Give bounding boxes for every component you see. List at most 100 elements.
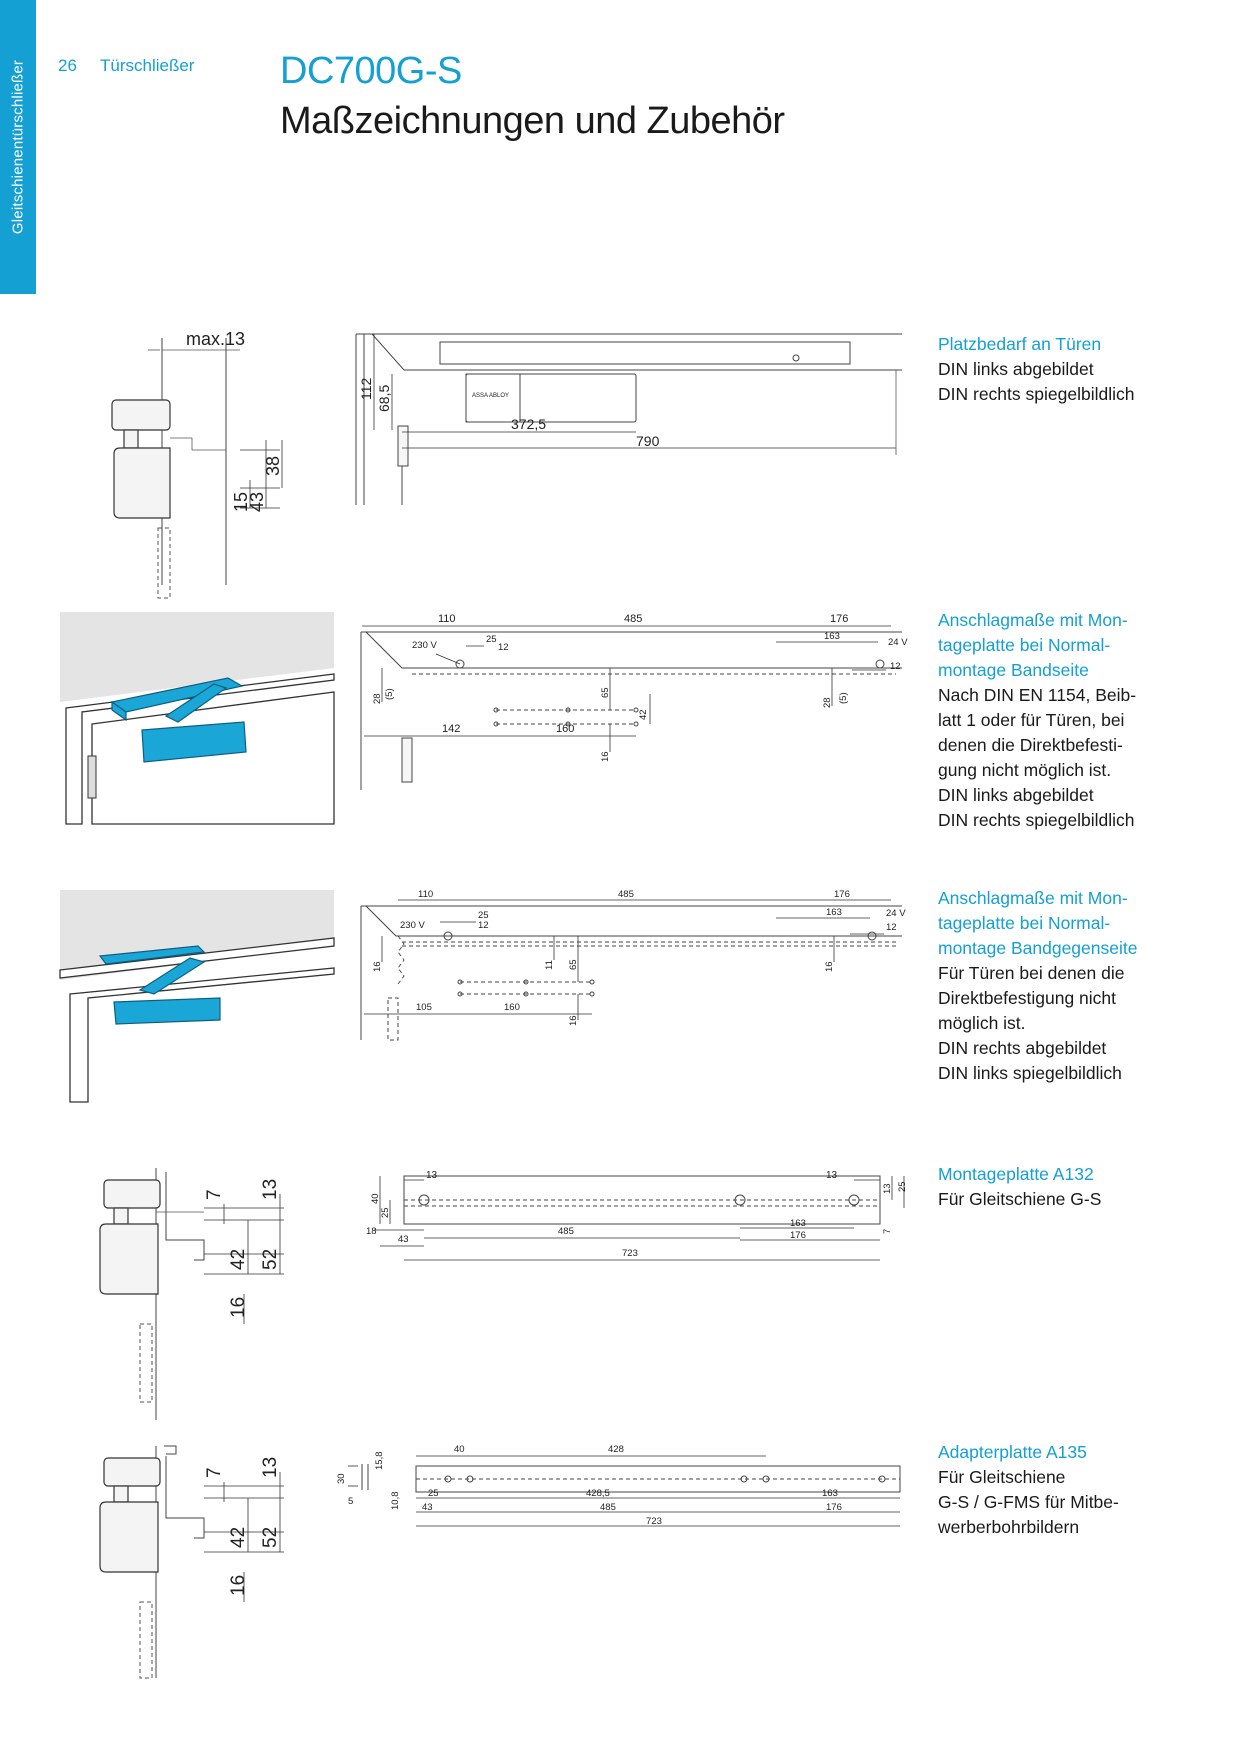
dim-10-8: 10,8: [390, 1492, 401, 1511]
caption-adapter-plate: Adapterplatte A135 Für Gleitschiene G-S …: [938, 1440, 1228, 1540]
caption-heading: Montageplatte A132: [938, 1164, 1094, 1184]
dim-12-right: 12: [886, 922, 897, 933]
dim-25: 25: [486, 634, 497, 645]
dim-42: 42: [638, 709, 649, 720]
dim-11: 11: [544, 960, 555, 970]
dim-15: 15: [231, 492, 251, 512]
dim-13-left: 13: [426, 1170, 438, 1181]
dim-163: 163: [826, 907, 842, 918]
dim-max: max.13: [186, 329, 245, 349]
dim-13: 13: [260, 1457, 281, 1478]
dim-5-left: (5): [384, 688, 395, 700]
dim-723: 723: [622, 1248, 638, 1259]
dim-5-right: (5): [838, 692, 849, 704]
dim-16: 16: [228, 1297, 249, 1318]
dim-7: 7: [882, 1229, 893, 1234]
dim-485: 485: [558, 1226, 574, 1237]
dim-163: 163: [790, 1218, 806, 1229]
dim-24v: 24 V: [886, 908, 906, 919]
dim-18: 18: [366, 1226, 377, 1237]
caption-body: Für Türen bei denen die Direktbefestigun…: [938, 963, 1125, 1083]
dim-163: 163: [822, 1488, 838, 1499]
dim-28-right: 28: [822, 697, 833, 708]
caption-heading: Anschlagmaße mit Mon- tageplatte bei Nor…: [938, 610, 1128, 680]
adapter-plate-drawing: 30 5 15,8 10,8 40 428 25 428,5 163 43 48…: [336, 1444, 901, 1527]
dim-110: 110: [438, 613, 456, 625]
dim-42: 42: [228, 1527, 249, 1548]
page-subtitle: Maßzeichnungen und Zubehör: [280, 100, 785, 142]
caption-mounting-plate: Montageplatte A132 Für Gleitschiene G-S: [938, 1162, 1228, 1212]
dim-428-5: 428,5: [586, 1488, 610, 1499]
dim-176: 176: [834, 889, 850, 900]
dim-176: 176: [830, 613, 848, 625]
side-view-drawing-5: 7 13 42 52 16: [99, 1445, 284, 1679]
dim-43: 43: [247, 492, 267, 512]
dim-163: 163: [824, 631, 840, 642]
dim-12-left: 12: [498, 642, 509, 653]
side-tab: Gleitschienentürschließer: [0, 0, 36, 294]
dim-723: 723: [646, 1516, 662, 1527]
dim-105: 105: [416, 1002, 432, 1013]
dim-43: 43: [398, 1234, 409, 1245]
mounting-plate-drawing: 13 13 40 25 18 43 485 163 176 723 13 25 …: [366, 1170, 908, 1261]
dim-40: 40: [454, 1444, 465, 1455]
caption-heading: Platzbedarf an Türen: [938, 334, 1102, 354]
illustration-hinge-side: [60, 612, 335, 825]
dim-485: 485: [624, 613, 642, 625]
dim-230v: 230 V: [400, 920, 425, 931]
dim-25: 25: [428, 1488, 439, 1499]
dim-40: 40: [370, 1193, 381, 1204]
dim-176: 176: [790, 1230, 806, 1241]
dim-65: 65: [568, 959, 579, 970]
dim-428: 428: [608, 1444, 624, 1455]
dim-30: 30: [336, 1473, 347, 1484]
dim-65: 65: [600, 687, 611, 698]
dim-68-5: 68,5: [376, 385, 392, 412]
dim-13-right: 13: [826, 1170, 838, 1181]
caption-heading: Adapterplatte A135: [938, 1442, 1087, 1462]
dim-28-left: 28: [372, 693, 383, 704]
side-view-drawing-1: max.13 15 43 38: [111, 329, 283, 599]
dim-13-vert: 13: [882, 1183, 893, 1194]
dim-160: 160: [556, 723, 574, 735]
dim-38: 38: [263, 456, 283, 476]
dim-790: 790: [636, 433, 660, 449]
caption-space-requirement: Platzbedarf an Türen DIN links abgebilde…: [938, 332, 1228, 407]
dim-7: 7: [204, 1467, 225, 1478]
dim-485: 485: [600, 1502, 616, 1513]
dim-5: 5: [348, 1496, 353, 1507]
dim-372-5: 372,5: [511, 416, 546, 432]
dim-176: 176: [826, 1502, 842, 1513]
dim-13: 13: [260, 1179, 281, 1200]
dim-25-right: 25: [897, 1181, 908, 1192]
caption-hinge-side: Anschlagmaße mit Mon- tageplatte bei Nor…: [938, 608, 1228, 833]
dim-16: 16: [228, 1575, 249, 1596]
side-view-drawing-4: 7 13 42 52 16: [99, 1168, 284, 1420]
caption-heading: Anschlagmaße mit Mon- tageplatte bei Nor…: [938, 888, 1138, 958]
dim-25: 25: [478, 910, 489, 921]
dim-110: 110: [418, 889, 433, 900]
dim-12-right: 12: [890, 661, 901, 672]
front-view-drawing-2: 110 485 176 230 V 25 12 163 24 V 12 28 (…: [360, 613, 908, 790]
dim-16: 16: [600, 751, 611, 762]
dim-24v: 24 V: [888, 637, 908, 648]
dim-16-a: 16: [372, 961, 383, 972]
dim-52: 52: [260, 1527, 281, 1548]
dim-7: 7: [204, 1189, 225, 1200]
page-number: 26: [58, 56, 77, 75]
illustration-opposite-hinge-side: [59, 890, 335, 1103]
caption-body: Für Gleitschiene G-S: [938, 1189, 1102, 1209]
dim-485: 485: [618, 889, 634, 900]
dim-230v: 230 V: [412, 640, 437, 651]
dim-12-left: 12: [478, 920, 489, 931]
front-view-drawing-1: ASSA ABLOY 112 68,5 372,5 790: [355, 333, 902, 505]
dim-142: 142: [442, 723, 460, 735]
dim-160: 160: [504, 1002, 520, 1013]
dim-25-left: 25: [380, 1207, 391, 1218]
dim-52: 52: [260, 1249, 281, 1270]
dim-16-c: 16: [568, 1015, 579, 1026]
caption-opposite-hinge-side: Anschlagmaße mit Mon- tageplatte bei Nor…: [938, 886, 1228, 1086]
dim-15-8: 15,8: [374, 1452, 385, 1471]
dim-16-b: 16: [824, 961, 835, 972]
caption-body: Für Gleitschiene G-S / G-FMS für Mitbe- …: [938, 1467, 1119, 1537]
